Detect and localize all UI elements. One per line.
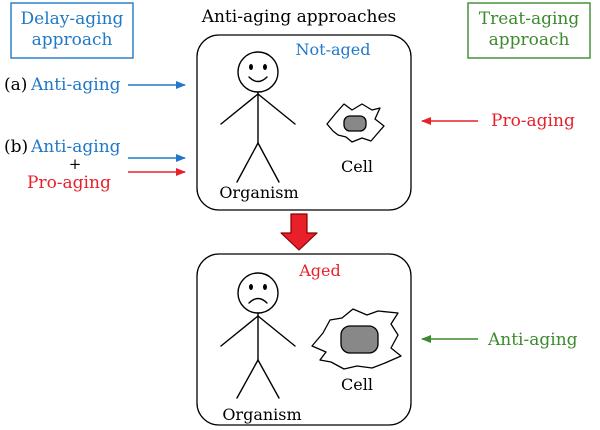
row-a: (a) Anti-aging: [4, 75, 186, 95]
sad-stick-figure-icon: [220, 272, 296, 399]
not-aged-panel: Not-aged Organism Cell: [196, 34, 412, 211]
row-b: (b) Anti-aging + Pro-aging: [4, 137, 186, 193]
not-aged-label: Not-aged: [296, 40, 371, 59]
diagram-title: Anti-aging approaches: [201, 7, 397, 27]
organism-label: Organism: [219, 183, 298, 202]
delay-aging-box: Delay-aging approach: [10, 2, 134, 59]
treat-aging-line1: Treat-aging: [479, 9, 580, 29]
aged-cell-label: Cell: [341, 375, 373, 394]
row-a-anti-aging-label: Anti-aging: [30, 75, 121, 95]
delay-aging-line1: Delay-aging: [21, 9, 124, 29]
happy-stick-figure-icon: [220, 51, 296, 183]
right-bottom-anti-aging: Anti-aging: [421, 330, 578, 350]
right-top-pro-aging: Pro-aging: [421, 111, 575, 131]
delay-aging-line2: approach: [32, 30, 113, 50]
aging-transition-arrow: [280, 213, 318, 251]
aged-panel: Aged Organism Cell: [196, 253, 412, 426]
right-pro-aging-label: Pro-aging: [491, 111, 575, 131]
aged-organism-label: Organism: [222, 405, 301, 424]
young-cell-icon: [326, 103, 385, 143]
row-a-marker: (a): [4, 75, 27, 95]
treat-aging-box: Treat-aging approach: [467, 2, 591, 59]
row-b-marker: (b): [4, 137, 28, 157]
cell-label: Cell: [341, 157, 373, 176]
row-b-pro-aging-label: Pro-aging: [27, 173, 111, 193]
row-b-anti-aging-label: Anti-aging: [30, 137, 121, 157]
aged-cell-icon: [311, 308, 402, 370]
aged-label: Aged: [298, 261, 341, 280]
right-anti-aging-label: Anti-aging: [487, 330, 578, 350]
treat-aging-line2: approach: [489, 30, 570, 50]
row-b-plus: +: [69, 155, 82, 173]
